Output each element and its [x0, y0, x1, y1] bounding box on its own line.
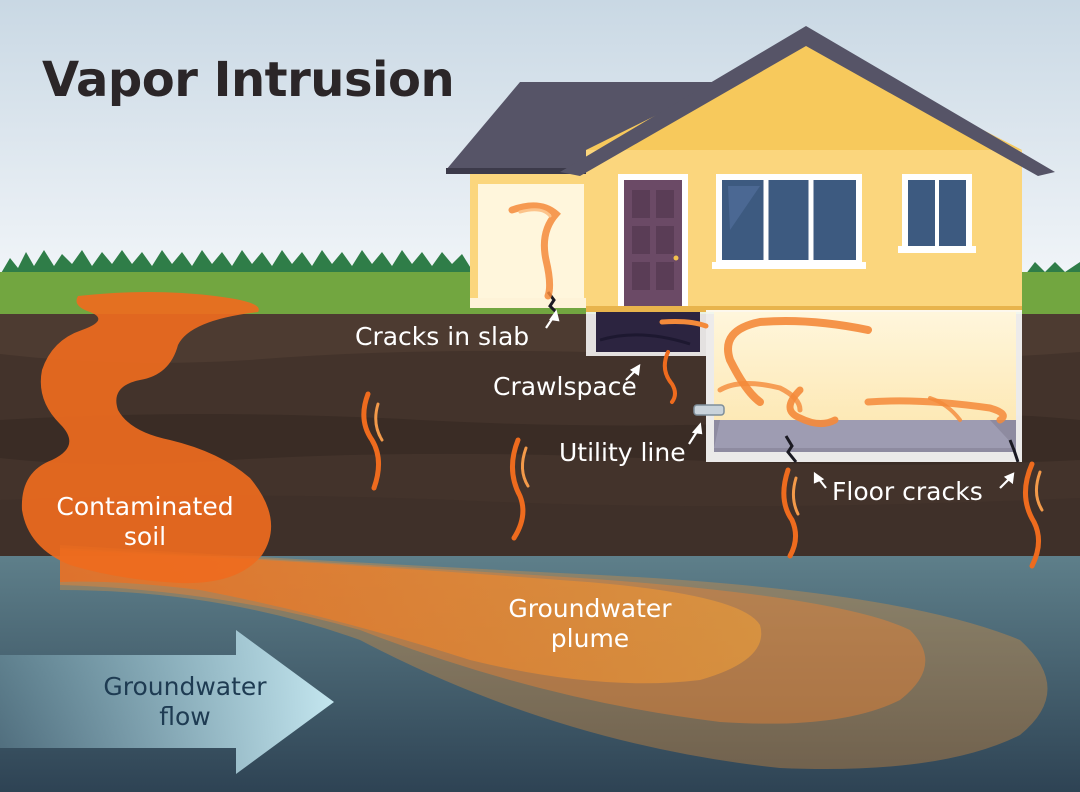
label-groundwater-plume-line1: Groundwater — [508, 594, 672, 623]
label-groundwater-flow-line2: flow — [159, 702, 211, 731]
label-utility-line: Utility line — [559, 438, 686, 467]
diagram-title: Vapor Intrusion — [42, 52, 455, 108]
vapor-wisps-soil — [361, 350, 1044, 569]
label-cracks-in-slab: Cracks in slab — [355, 322, 530, 351]
vapor-wisps-indoor — [508, 202, 1007, 427]
label-contaminated-soil-line1: Contaminated — [56, 492, 234, 521]
label-groundwater-plume: Groundwater plume — [480, 594, 700, 654]
label-contaminated-soil: Contaminated soil — [40, 492, 250, 552]
label-groundwater-flow-line1: Groundwater — [103, 672, 267, 701]
label-floor-cracks: Floor cracks — [832, 477, 983, 506]
floor-crack-left — [784, 435, 798, 463]
floor-crack-right — [1008, 439, 1020, 463]
groundwater-flow-arrow — [0, 630, 334, 774]
label-crawlspace: Crawlspace — [493, 372, 637, 401]
label-pointers — [545, 309, 1015, 489]
label-groundwater-flow: Groundwater flow — [70, 672, 300, 732]
utility-line — [693, 404, 725, 416]
label-contaminated-soil-line2: soil — [123, 522, 167, 551]
contaminated-soil-blob — [21, 292, 272, 584]
label-groundwater-plume-line2: plume — [550, 624, 630, 653]
